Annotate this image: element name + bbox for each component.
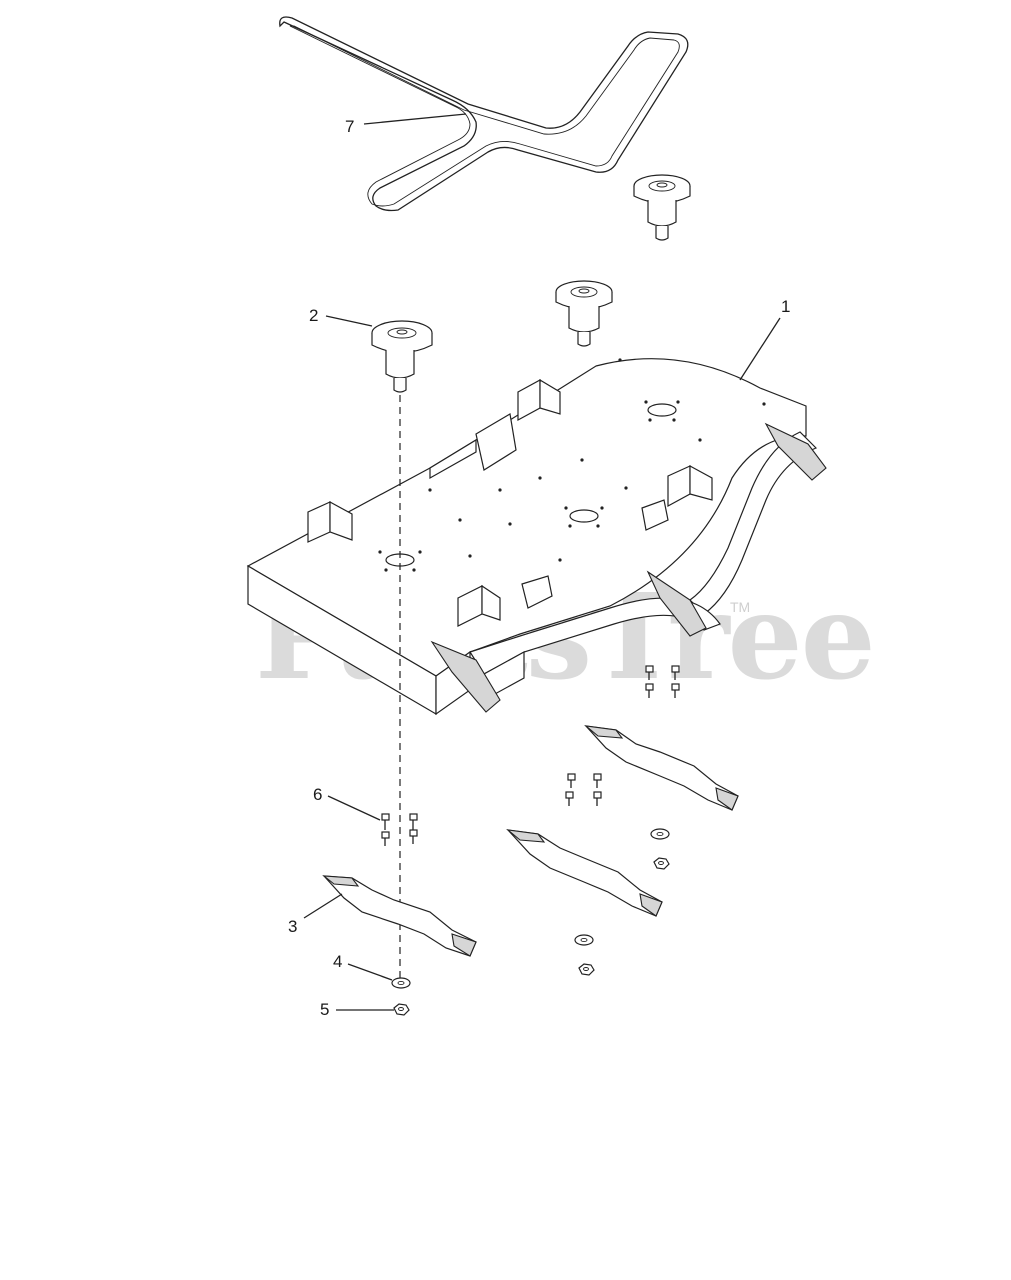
callout-7: 7 <box>345 117 354 136</box>
washer-right[interactable] <box>650 828 670 840</box>
belt-part[interactable] <box>279 16 689 212</box>
watermark-trademark: TM <box>730 599 750 615</box>
spindle-right[interactable] <box>633 174 691 241</box>
callout-4: 4 <box>333 952 342 971</box>
blade-center[interactable] <box>506 829 663 917</box>
callout-2: 2 <box>309 306 318 325</box>
bolts-right[interactable] <box>645 665 680 698</box>
callout-3: 3 <box>288 917 297 936</box>
callouts: 1 2 3 4 5 6 7 <box>288 117 790 1019</box>
bolts-center[interactable] <box>565 773 602 806</box>
nut-right[interactable] <box>653 857 670 870</box>
callout-1: 1 <box>781 297 790 316</box>
blade-right[interactable] <box>584 725 739 811</box>
nut-center[interactable] <box>578 963 595 976</box>
callout-6: 6 <box>313 785 322 804</box>
washer-center[interactable] <box>574 934 594 946</box>
callout-5: 5 <box>320 1000 329 1019</box>
leader-lines <box>303 113 781 1011</box>
nut-left[interactable] <box>393 1003 410 1016</box>
spindle-center[interactable] <box>555 280 613 347</box>
deck-bolt-holes <box>378 358 766 572</box>
spindle-left[interactable] <box>371 320 433 393</box>
washer-left[interactable] <box>391 977 411 989</box>
bolts-left[interactable] <box>381 813 418 846</box>
blade-left[interactable] <box>322 875 477 957</box>
deck-housing[interactable] <box>246 358 827 716</box>
